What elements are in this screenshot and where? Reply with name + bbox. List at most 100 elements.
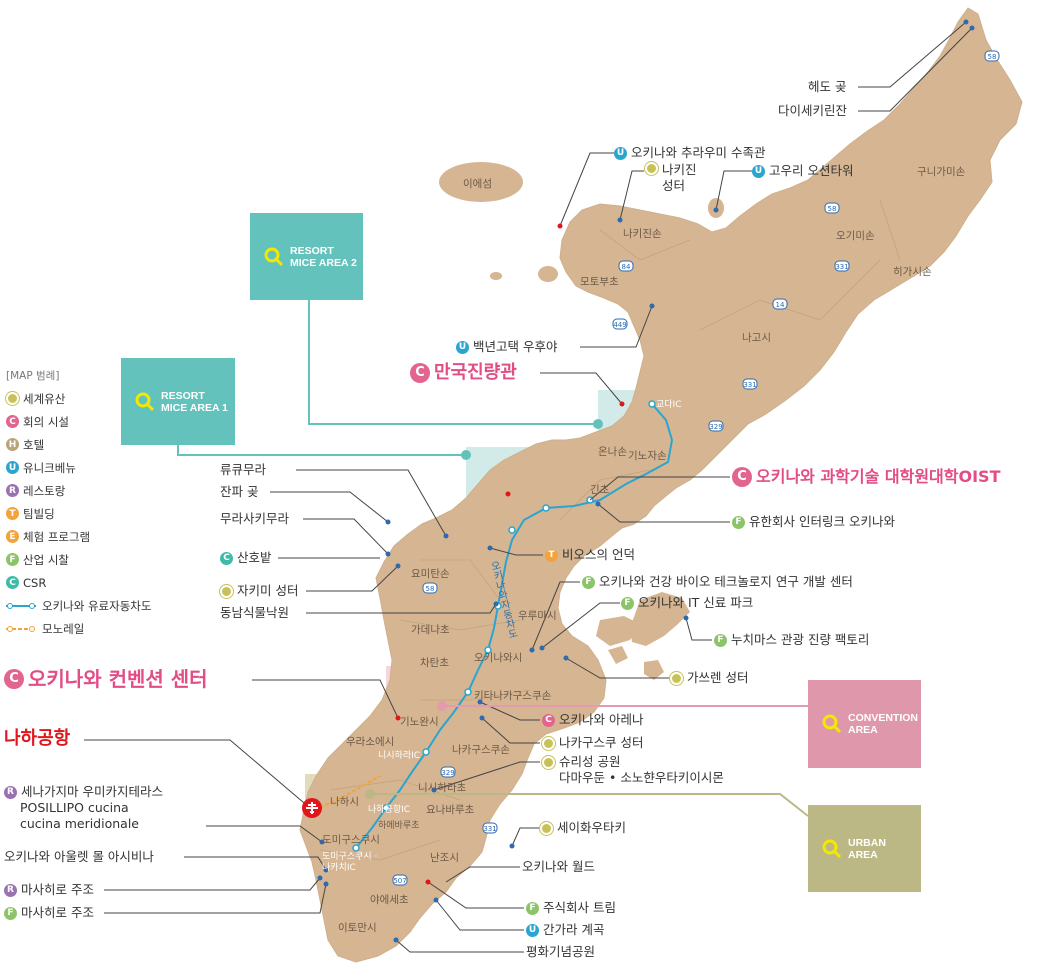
east-islands — [608, 592, 690, 680]
place-nakijin-castle[interactable]: 나키진 성터 — [645, 162, 697, 194]
team-building-icon: T — [6, 507, 19, 520]
convention-area[interactable]: CONVENTION AREA — [808, 680, 921, 768]
place-daisekirinzan[interactable]: 다이세키린잔 — [778, 103, 848, 118]
svg-text:331: 331 — [743, 381, 756, 389]
map-label-tomigusuku: 도미구스쿠시 — [322, 834, 380, 846]
svg-text:331: 331 — [835, 263, 848, 271]
place-zakimi[interactable]: 자키미 성터 — [220, 583, 298, 599]
place-southeast-botanical[interactable]: 동남식물낙원 — [220, 605, 290, 620]
place-ryukyumura[interactable]: 류큐무라 — [220, 462, 267, 477]
svg-text:329: 329 — [709, 423, 722, 431]
resort-mice-area-1[interactable]: RESORT MICE AREA 1 — [121, 358, 235, 445]
place-murasaki[interactable]: 무라사키무라 — [220, 511, 290, 526]
legend-expressway: 오키나와 유료자동차도 — [6, 594, 151, 617]
map-label-haebaru: 하에바루초 — [378, 821, 420, 831]
svg-text:84: 84 — [622, 263, 631, 271]
sesoko-island — [490, 272, 502, 280]
place-shuri[interactable]: 슈리성 공원 — [542, 754, 620, 770]
area-label: RESORT MICE AREA 2 — [290, 244, 357, 269]
industry-tour-icon: F — [6, 553, 19, 566]
place-ashibinaa[interactable]: 오키나와 아울렛 몰 아시비나 — [4, 849, 154, 864]
magnifier-icon — [822, 839, 842, 858]
restaurant-icon: R — [4, 883, 17, 897]
world-heritage-icon — [220, 584, 233, 598]
unique-venue-icon: U — [526, 923, 539, 937]
place-seifa[interactable]: 세이화우타키 — [540, 820, 626, 836]
ie-island — [439, 162, 523, 202]
map-label-yaese: 야에세초 — [370, 894, 409, 906]
place-naha-airport[interactable]: 나하공항 — [4, 728, 71, 749]
restaurant-icon: R — [6, 484, 19, 497]
place-posillipo[interactable]: POSILLIPO cucina cucina meridionale — [20, 800, 139, 831]
map-label-tomigusuku-ic: 도미구스쿠시 · 나카치IC — [322, 852, 378, 873]
map-label-kitanakagusuku: 키타나카구스쿠손 — [474, 690, 552, 702]
area-connectors — [177, 300, 809, 817]
map-label-nakijin: 나키진손 — [623, 228, 662, 240]
place-okinawa-world[interactable]: 오키나와 월드 — [522, 859, 595, 874]
unique-venue-icon: U — [456, 340, 469, 354]
csr-icon: C — [220, 551, 233, 565]
map-label-yonabaru: 요나바루초 — [426, 804, 475, 816]
red-markers — [395, 223, 625, 885]
unique-venue-icon: U — [752, 164, 765, 178]
urban-area[interactable]: URBAN AREA — [808, 805, 921, 892]
magnifier-icon — [822, 714, 842, 734]
map-label-itoman: 이토만시 — [338, 922, 377, 934]
leader-lines — [84, 21, 973, 953]
map-label-chatan: 차탄초 — [420, 657, 449, 669]
place-nakagusuku-castle[interactable]: 나카구스쿠 성터 — [542, 735, 643, 751]
place-peace-park[interactable]: 평화기념공원 — [526, 944, 596, 959]
resort-mice-area-2[interactable]: RESORT MICE AREA 2 — [250, 213, 363, 300]
map-label-iesima: 이에섬 — [463, 178, 492, 190]
csr-icon: C — [6, 576, 19, 589]
map-label-nishihara-ic: 니시하라IC — [378, 751, 421, 761]
area-label: URBAN AREA — [848, 836, 886, 861]
place-katsuren[interactable]: 가쓰렌 성터 — [670, 670, 748, 686]
industry-tour-icon: F — [621, 596, 634, 610]
svg-text:329: 329 — [441, 769, 454, 777]
map-label-kunigami: 구니가미손 — [917, 166, 966, 178]
conference-icon: C — [410, 363, 430, 383]
legend-item: 세계유산 — [6, 387, 151, 410]
world-heritage-icon — [542, 736, 555, 750]
world-heritage-icon — [540, 821, 553, 835]
place-shuri-tamaudun[interactable]: 다마우둔 • 소노햔우타키이시몬 — [559, 770, 724, 785]
place-zanpa[interactable]: 잔파 곶 — [220, 484, 259, 499]
monorail — [319, 775, 381, 809]
place-hedo[interactable]: 헤도 곶 — [808, 79, 847, 94]
svg-text:507: 507 — [393, 877, 406, 885]
legend-title: [MAP 범례] — [6, 370, 60, 382]
conference-icon: C — [6, 415, 19, 428]
map-label-higashi: 히가시손 — [893, 266, 932, 278]
magnifier-icon — [264, 247, 284, 266]
map-label-naha: 나하시 — [330, 796, 359, 808]
map-label-yomitan: 요미탄손 — [411, 568, 450, 580]
industry-tour-icon: F — [582, 575, 595, 589]
area-label: RESORT MICE AREA 1 — [161, 389, 228, 414]
map-label-kin: 긴초 — [590, 484, 610, 496]
world-heritage-icon — [6, 392, 19, 405]
